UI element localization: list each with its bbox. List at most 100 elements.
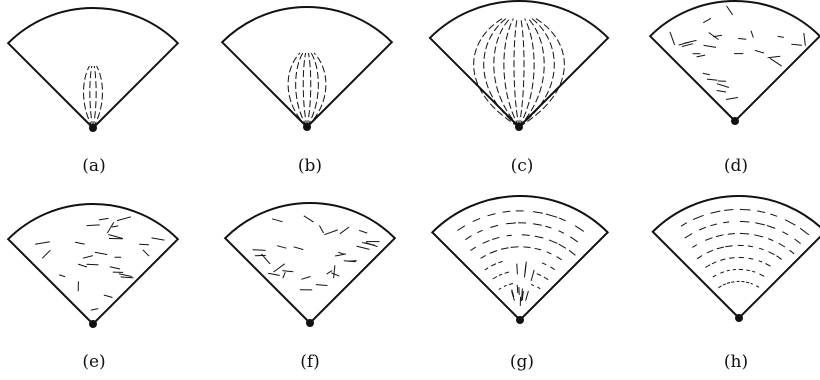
texture-dash [728, 234, 735, 235]
texture-wide-bundle [474, 19, 565, 127]
panel-g [432, 196, 607, 324]
texture-dash [791, 44, 802, 45]
sector-outline [653, 196, 820, 318]
texture-dash [59, 275, 65, 277]
texture-dash [517, 264, 518, 275]
texture-dash [570, 237, 578, 242]
texture-dash [319, 226, 323, 234]
texture-dash [693, 215, 703, 219]
texture-dash [525, 262, 526, 274]
texture-dash [569, 250, 575, 255]
sector-outline [430, 1, 608, 127]
texture-dash [268, 273, 280, 275]
sector-outline [8, 8, 178, 128]
texture-dash [751, 31, 753, 38]
texture-dash [785, 220, 795, 226]
texture-dash [501, 248, 509, 250]
texture-dash [768, 239, 773, 241]
texture-dash [720, 259, 725, 260]
texture-dash [559, 231, 565, 234]
texture-dash [359, 230, 367, 233]
texture-dash [800, 228, 809, 235]
texture-dash [729, 258, 734, 259]
texture-dash [707, 79, 718, 80]
texture-dash [481, 255, 486, 258]
texture-dash [535, 248, 542, 250]
texture-dash [703, 18, 711, 22]
sector-outline [225, 203, 395, 323]
panel-f [225, 203, 395, 327]
texture-dash [537, 274, 541, 276]
sector-outline [650, 1, 820, 121]
texture-dash [143, 250, 149, 256]
texture-dash [711, 224, 717, 226]
texture-dash [711, 211, 721, 213]
texture-dash [335, 254, 346, 256]
texture-dash [746, 282, 749, 283]
caption-a: (a) [64, 156, 124, 176]
texture-dash [283, 272, 286, 278]
texture-dash [759, 248, 764, 250]
apex-dot [731, 117, 739, 125]
panel-c [430, 1, 608, 131]
texture-dash [493, 277, 497, 280]
texture-concentric-arcs [681, 209, 809, 287]
apex-dot [89, 124, 97, 132]
apex-dot [303, 123, 311, 131]
texture-dash [699, 227, 706, 230]
texture-dash [778, 36, 784, 37]
texture-dash [83, 256, 93, 259]
texture-dash [551, 267, 555, 270]
texture-dash [719, 286, 722, 288]
caption-f: (f) [280, 352, 340, 372]
texture-dash [768, 56, 781, 58]
texture-narrow-bundle [84, 66, 103, 128]
texture-dash [152, 238, 165, 240]
texture-dash [499, 274, 502, 275]
texture-dash [713, 275, 716, 277]
texture-dash [727, 6, 733, 15]
apex-dot [515, 123, 523, 131]
texture-dash [490, 225, 498, 227]
caption-e: (e) [64, 352, 124, 372]
texture-dash [726, 98, 738, 100]
panel-e [8, 204, 178, 328]
texture-dash [277, 246, 286, 249]
texture-dash [681, 223, 687, 227]
apex-dot [306, 319, 314, 327]
texture-dash [477, 230, 482, 233]
texture-curve [303, 53, 307, 127]
texture-dash [533, 212, 543, 214]
texture-dash [544, 277, 548, 280]
texture-dash [717, 84, 729, 88]
texture-dash [705, 238, 712, 241]
texture-dash [760, 274, 765, 277]
texture-dash [751, 283, 753, 284]
texture-dash [457, 226, 464, 231]
texture-dash [75, 242, 85, 244]
texture-dash [795, 239, 801, 244]
texture-dash [545, 226, 551, 228]
caption-h: (h) [706, 352, 766, 372]
texture-dash [542, 263, 546, 265]
caption-g: (g) [492, 352, 552, 372]
texture-dash [738, 39, 746, 40]
sector-outline [222, 7, 392, 127]
texture-dash [511, 247, 519, 248]
texture-dash [331, 273, 339, 276]
texture-dash [546, 214, 557, 217]
texture-dash [316, 285, 328, 286]
texture-dash [740, 233, 749, 234]
texture-dash [505, 272, 509, 273]
texture-dash [697, 256, 702, 259]
panel-a [8, 8, 178, 132]
texture-dash [304, 216, 314, 222]
texture-dash [727, 270, 730, 271]
texture-dash [740, 221, 749, 222]
texture-dash [340, 227, 349, 234]
texture-dash [559, 218, 566, 221]
texture-dash [769, 252, 775, 255]
texture-dash [78, 264, 87, 267]
texture-dash [717, 247, 724, 249]
